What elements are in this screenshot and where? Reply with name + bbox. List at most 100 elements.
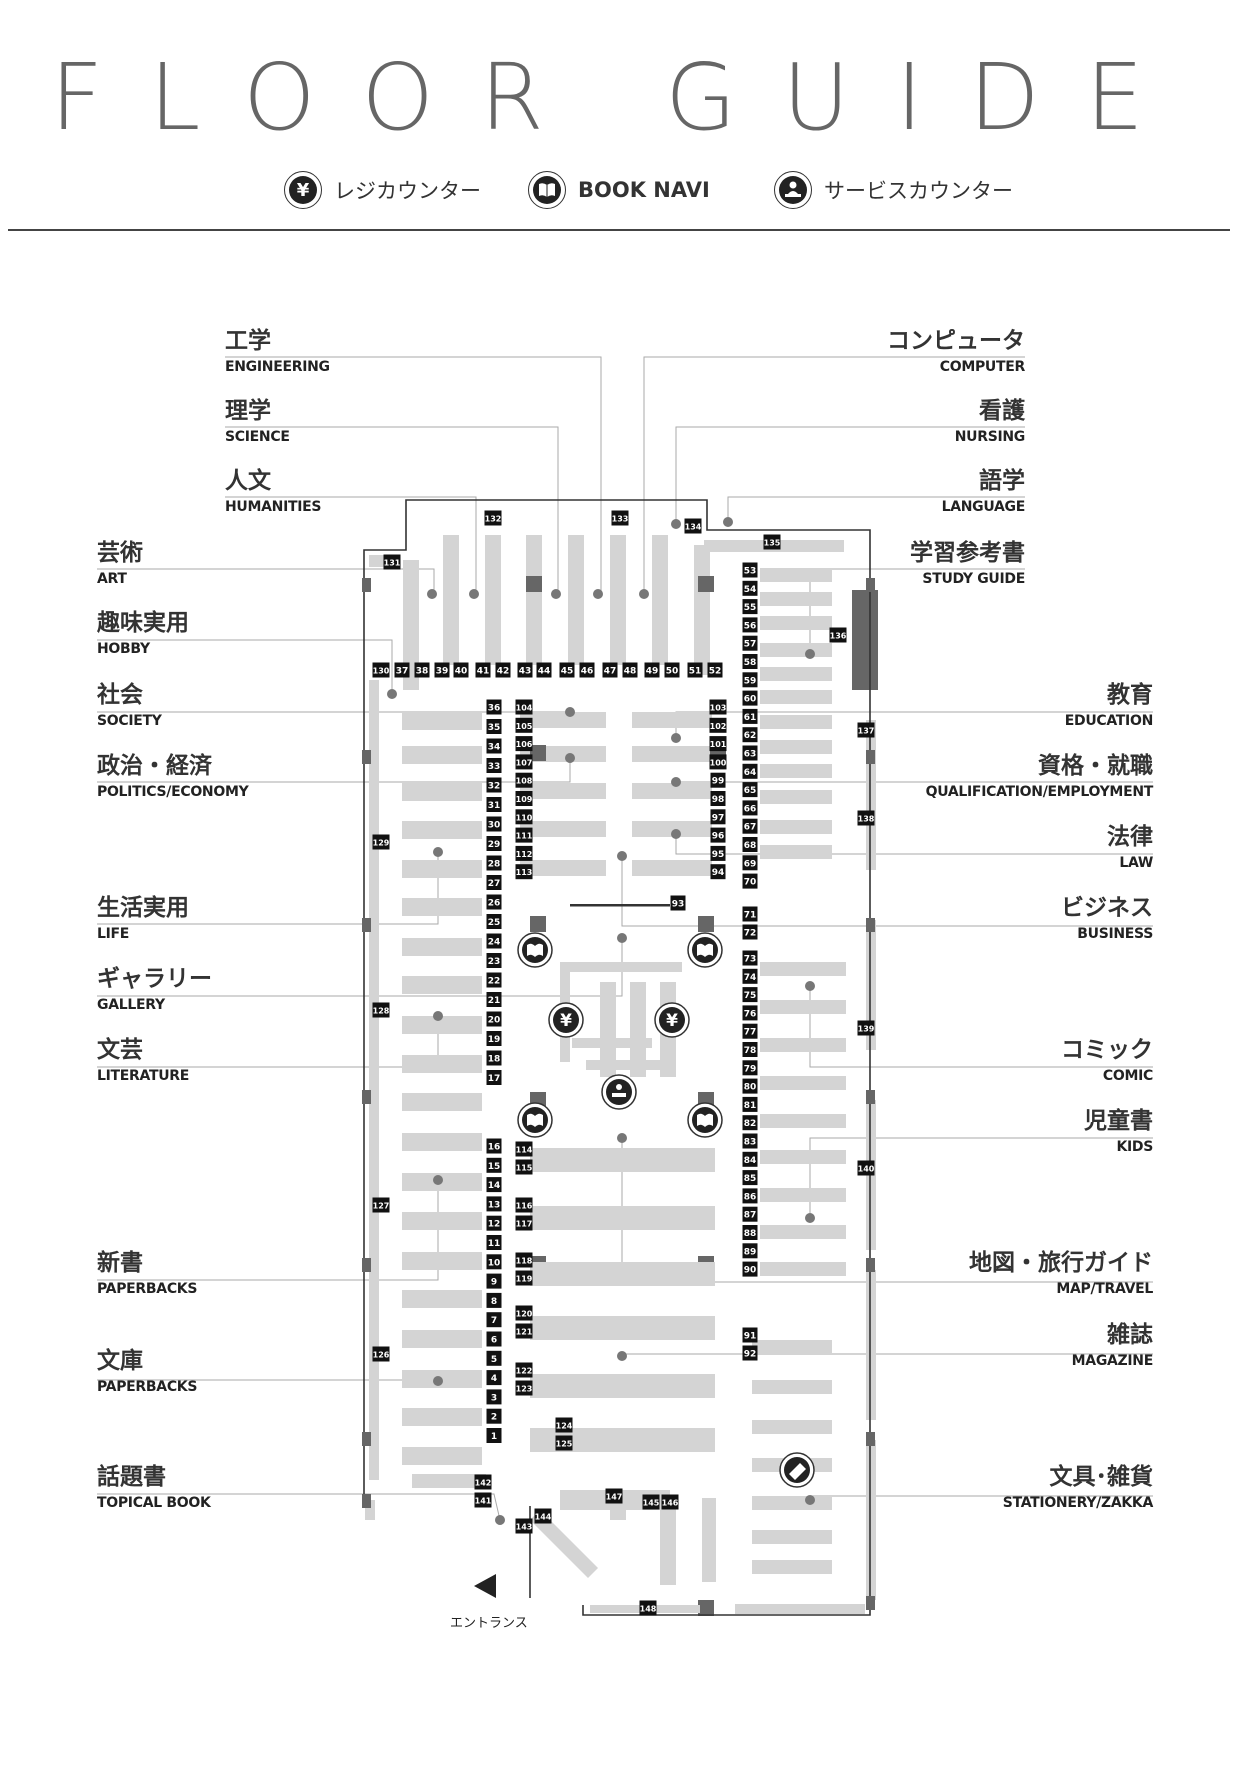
shelf-number-tag: [763, 534, 781, 550]
section-label-en: MAGAZINE: [1071, 1353, 1154, 1369]
shelf-number-text: 45: [561, 667, 574, 677]
shelf: [752, 1420, 832, 1434]
shelf: [365, 1500, 375, 1520]
shelf-number-tag: [515, 1323, 533, 1339]
shelf-number-text: 19: [488, 1035, 501, 1045]
shelf-number-text: 116: [516, 1202, 533, 1211]
wall-marker: [362, 578, 371, 592]
dot-kids: [805, 1213, 815, 1223]
book-icon: [527, 943, 543, 957]
shelf-number-text: 131: [384, 559, 401, 568]
shelf-number-text: 120: [516, 1310, 533, 1319]
shelf-number-92: 92: [742, 1345, 758, 1361]
shelf-number-text: 95: [712, 850, 725, 860]
shelf-number-tag: [709, 736, 727, 752]
shelf-number-tag: [515, 809, 533, 825]
shelf: [568, 535, 584, 665]
shelf-number-42: 42: [495, 662, 511, 678]
shelf-number-tag: [486, 1196, 502, 1212]
yen-icon: [553, 1007, 579, 1033]
shelf-number-58: 58: [742, 654, 758, 669]
shelf: [600, 982, 616, 1077]
shelf-number-tag: [474, 1492, 492, 1508]
section-label-ja: 法律: [1107, 824, 1153, 850]
shelf-number-text: 62: [744, 731, 757, 741]
shelf-number-text: 122: [516, 1367, 533, 1376]
shelf-number-text: 113: [516, 868, 533, 877]
shelf-number-11: 11: [486, 1235, 502, 1250]
shelf-number-text: 121: [516, 1328, 533, 1337]
shelf-number-text: 94: [712, 868, 725, 878]
wall-marker: [866, 1090, 875, 1104]
shelf-number-tag: [486, 816, 502, 832]
shelf-number-tag: [742, 690, 758, 706]
shelf-number-tag: [372, 1346, 390, 1362]
shelf-number-tag: [710, 791, 726, 806]
shelf-number-46: 46: [579, 662, 595, 678]
shelf: [520, 821, 606, 837]
shelf-number-text: 22: [488, 977, 501, 987]
shelf-number-tag: [857, 810, 875, 826]
shelf-number-57: 57: [742, 635, 758, 651]
shelf-number-110: 110: [515, 809, 533, 825]
shelf-number-27: 27: [486, 875, 502, 890]
shelf-number-tag: [486, 797, 502, 812]
section-label-en: BUSINESS: [1077, 926, 1153, 942]
shelf: [402, 712, 482, 730]
shelf-number-text: 36: [488, 704, 501, 714]
shelf-number-143: 143: [515, 1518, 533, 1534]
shelf-number-tag: [742, 672, 758, 688]
shelf-number-tag: [687, 662, 703, 678]
shelf-number-tag: [707, 662, 723, 678]
shelf-number-tag: [486, 855, 502, 871]
shelf-number-text: 37: [396, 667, 409, 677]
shelf-number-text: 115: [516, 1164, 533, 1173]
shelf: [760, 845, 832, 859]
shelf-number-text: 32: [488, 782, 501, 792]
dot-business: [617, 851, 627, 861]
shelf-number-119: 119: [515, 1270, 533, 1286]
section-label-ja: 教育: [1107, 682, 1153, 708]
shelf-number-tag: [742, 1005, 758, 1021]
shelf-number-text: 125: [556, 1440, 573, 1449]
leader-humanities: [225, 496, 477, 594]
shelf-number-23: 23: [486, 953, 502, 968]
shelf-number-text: 137: [858, 727, 875, 736]
shelf-number-text: 15: [488, 1162, 501, 1172]
section-label-ja: 文芸: [97, 1037, 143, 1063]
section-label-en: QUALIFICATION/EMPLOYMENT: [925, 784, 1154, 800]
wall-marker: [362, 1090, 371, 1104]
shelf: [402, 1133, 482, 1151]
shelf: [402, 1408, 482, 1426]
shelf-number-text: 91: [744, 1332, 757, 1342]
shelf-number-122: 122: [515, 1362, 533, 1378]
book-icon: [527, 1113, 543, 1127]
shelf-number-126: 126: [372, 1346, 390, 1362]
shelf: [735, 1604, 865, 1614]
shelf-number-47: 47: [602, 662, 618, 678]
shelf-number-text: 90: [744, 1266, 757, 1276]
shelf-number-tag: [372, 1002, 390, 1018]
leader-art: [97, 568, 435, 594]
shelf-number-tag: [829, 627, 847, 643]
section-label-en: HUMANITIES: [225, 499, 322, 515]
shelf: [702, 1498, 716, 1582]
shelf-number-text: 140: [858, 1165, 875, 1174]
shelf: [760, 790, 832, 804]
shelf-number-tag: [710, 864, 726, 880]
section-label-en: ENGINEERING: [225, 359, 330, 375]
shelf-number-text: 58: [744, 658, 757, 668]
shelf-number-text: 41: [477, 667, 490, 677]
shelf-number-89: 89: [742, 1243, 758, 1259]
shelf-number-111: 111: [515, 827, 533, 843]
entrance-arrow-icon: [474, 1574, 496, 1598]
shelf-number-text: 99: [712, 777, 725, 787]
shelf-number-tag: [857, 1160, 875, 1176]
shelf: [630, 982, 646, 1077]
shelf: [752, 1380, 832, 1394]
shelf-number-59: 59: [742, 672, 758, 688]
